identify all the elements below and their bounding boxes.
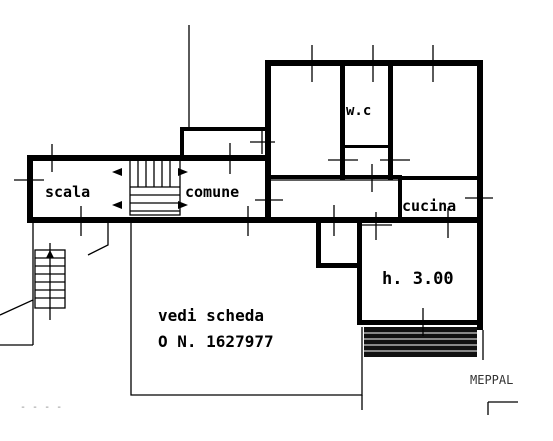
room-height-label: h. 3.00 [382, 269, 454, 289]
walls [27, 60, 483, 330]
note-scheda-number: O N. 1627977 [158, 332, 274, 351]
wall-left-top [27, 155, 270, 161]
bottom-left-text: - - - - [20, 402, 62, 413]
window-marks [14, 45, 493, 336]
wall-left-side [27, 155, 33, 223]
corner-text: MEPPAL [470, 373, 513, 387]
balcony-hatch [364, 327, 477, 357]
room-label-scala: scala [45, 183, 90, 201]
wall-niche-left [316, 220, 321, 268]
wall-wc-inner [340, 145, 393, 148]
room-label-cucina: cucina [402, 197, 456, 215]
room-label-comune: comune [185, 183, 239, 201]
wall-corridor-top [265, 175, 402, 179]
interior-stair [112, 159, 188, 216]
thin-lines [0, 25, 518, 415]
wall-wc-left [340, 60, 345, 180]
exterior-stair [34, 243, 66, 320]
wall-right-left [265, 60, 271, 220]
note-vedi-scheda: vedi scheda [158, 306, 264, 325]
wall-wc-right [388, 60, 393, 180]
wall-room-h-left [357, 220, 362, 325]
wall-niche-bottom [316, 263, 362, 268]
room-label-wc: w.c [346, 103, 371, 119]
wall-cucina-top [398, 176, 482, 180]
wall-cucina-left [398, 176, 402, 222]
wall-small-room-left [180, 127, 184, 159]
wall-small-room-top [180, 127, 270, 131]
